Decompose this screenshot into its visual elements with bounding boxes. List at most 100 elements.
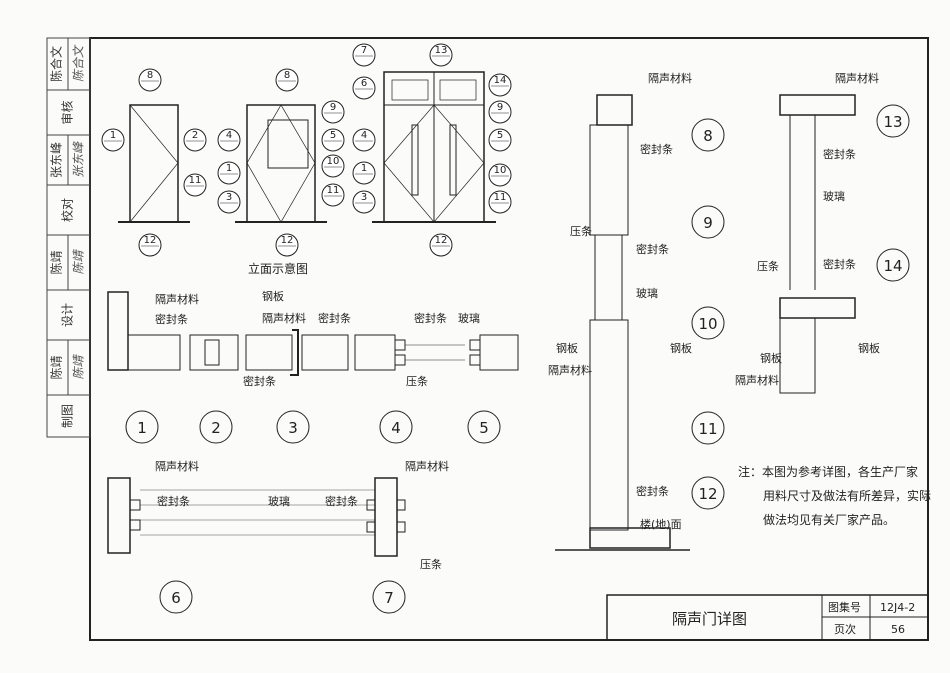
detail-number-bubble: 12 <box>691 476 725 510</box>
sheet-border <box>89 37 929 641</box>
detail-number-bubble: 9 <box>691 205 725 239</box>
label-steel: 钢板 <box>670 341 692 355</box>
label-steel: 钢板 <box>760 351 782 365</box>
label-seal: 密封条 <box>636 242 669 256</box>
label-bead: 压条 <box>757 259 779 273</box>
detail-number: 12 <box>698 485 717 503</box>
handwritten-signature: 陈合文 <box>72 44 86 82</box>
label-steel: 钢板 <box>262 289 284 303</box>
detail-reference-bubble: 5 <box>321 128 345 152</box>
detail-number: 14 <box>883 257 902 275</box>
vertical-section-left <box>555 94 690 551</box>
signature-role: 制图 <box>61 404 75 428</box>
reference-number: 4 <box>226 130 232 141</box>
elevation-door-double <box>372 71 496 223</box>
reference-number: 5 <box>497 130 503 141</box>
reference-number: 8 <box>147 70 153 81</box>
signature-role: 设计 <box>61 303 75 327</box>
detail-reference-bubble: 11 <box>183 173 207 197</box>
title-block <box>606 594 929 641</box>
reference-number: 9 <box>497 102 503 113</box>
detail-reference-bubble: 1 <box>352 161 376 185</box>
label-insulation: 隔声材料 <box>648 71 692 85</box>
reference-number: 7 <box>361 45 367 56</box>
handwritten-signature: 陈靖 <box>72 354 86 380</box>
reference-number: 11 <box>189 175 202 186</box>
label-insulation: 隔声材料 <box>405 459 449 473</box>
reference-number: 5 <box>330 130 336 141</box>
reference-number: 12 <box>281 235 294 246</box>
detail-number: 13 <box>883 113 902 131</box>
label-seal: 密封条 <box>318 311 351 325</box>
label-bead: 压条 <box>570 224 592 238</box>
detail-number-bubble: 3 <box>276 410 310 444</box>
signature-role: 陈靖 <box>49 250 64 274</box>
reference-number: 9 <box>330 102 336 113</box>
reference-number: 11 <box>494 192 507 203</box>
reference-number: 11 <box>327 185 340 196</box>
reference-number: 12 <box>144 235 157 246</box>
detail-reference-bubble: 9 <box>321 100 345 124</box>
label-bead: 压条 <box>420 557 442 571</box>
signature-role: 校对 <box>60 198 75 222</box>
detail-reference-bubble: 6 <box>352 76 376 100</box>
detail-reference-bubble: 10 <box>321 154 345 178</box>
detail-reference-bubble: 1 <box>217 161 241 185</box>
elevation-caption: 立面示意图 <box>248 261 308 276</box>
detail-number-bubble: 10 <box>691 306 725 340</box>
detail-number: 8 <box>703 127 713 145</box>
signature-role: 张东峰 <box>50 142 64 178</box>
label-steel: 钢板 <box>858 341 880 355</box>
detail-reference-bubble: 8 <box>138 68 162 92</box>
label-insulation: 隔声材料 <box>155 292 199 306</box>
handwritten-signature: 张东峰 <box>72 141 86 178</box>
detail-reference-bubble: 4 <box>352 128 376 152</box>
label-seal: 密封条 <box>157 494 190 508</box>
detail-reference-bubble: 5 <box>488 128 512 152</box>
detail-number-bubble: 14 <box>876 248 910 282</box>
detail-reference-bubble: 3 <box>217 190 241 214</box>
detail-number-bubble: 8 <box>691 118 725 152</box>
signature-role: 陈合文 <box>49 46 64 82</box>
detail-number: 1 <box>137 419 147 437</box>
elevation-door-single <box>118 104 190 223</box>
detail-number: 11 <box>698 420 717 438</box>
detail-number-bubble: 1 <box>125 410 159 444</box>
detail-reference-bubble: 9 <box>488 100 512 124</box>
label-seal: 密封条 <box>155 312 188 326</box>
elevation-door-vision-panel <box>235 104 327 223</box>
detail-number-bubble: 4 <box>379 410 413 444</box>
reference-number: 14 <box>494 75 507 86</box>
label-glass: 玻璃 <box>268 494 290 508</box>
signature-role: 审核 <box>60 100 75 124</box>
signature-role: 陈靖 <box>49 355 64 379</box>
detail-reference-bubble: 4 <box>217 128 241 152</box>
reference-number: 2 <box>192 130 198 141</box>
detail-number-bubble: 7 <box>372 580 406 614</box>
page-number: 56 <box>891 623 905 636</box>
handwritten-signature: 陈靖 <box>72 249 86 275</box>
note-line: 用料尺寸及做法有所差异，实际 <box>763 488 931 503</box>
vertical-section-right <box>779 94 856 394</box>
label-glass: 玻璃 <box>823 189 845 203</box>
detail-reference-bubble: 13 <box>429 43 453 67</box>
detail-reference-bubble: 12 <box>429 233 453 257</box>
detail-reference-bubble: 11 <box>321 183 345 207</box>
label-insulation: 隔声材料 <box>835 71 879 85</box>
label-glass: 玻璃 <box>636 286 658 300</box>
detail-reference-bubble: 12 <box>275 233 299 257</box>
reference-number: 12 <box>435 235 448 246</box>
detail-number: 6 <box>171 589 181 607</box>
section-details-row2 <box>107 477 406 557</box>
detail-number: 4 <box>391 419 401 437</box>
drawing-title: 隔声门详图 <box>672 610 747 628</box>
detail-number-bubble: 6 <box>159 580 193 614</box>
detail-number: 9 <box>703 214 713 232</box>
detail-number: 2 <box>211 419 221 437</box>
detail-reference-bubble: 3 <box>352 190 376 214</box>
label-insulation: 隔声材料 <box>155 459 199 473</box>
reference-number: 1 <box>361 163 367 174</box>
note-line: 注：本图为参考详图，各生产厂家 <box>738 464 918 479</box>
